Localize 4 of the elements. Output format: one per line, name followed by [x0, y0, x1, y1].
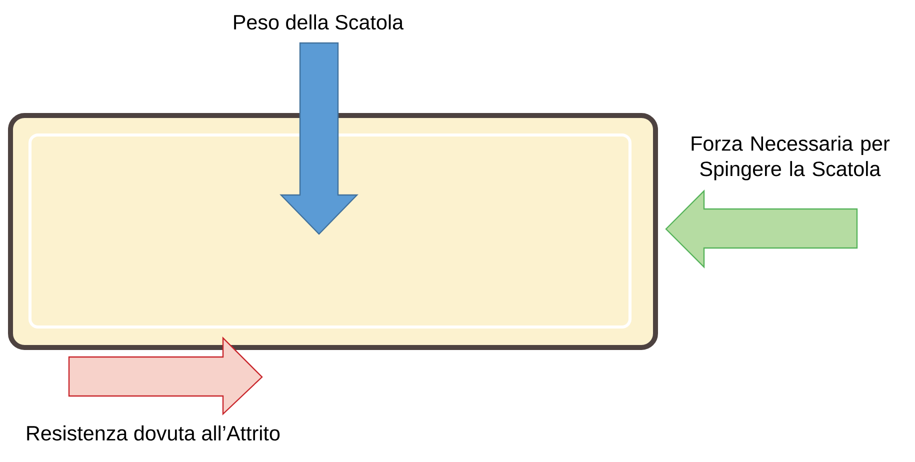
force-label: Resistenza dovuta all’Attrito — [27, 425, 280, 441]
force-label: Forza Necessaria per Spingere la Scatola — [692, 136, 890, 180]
box-shape — [8, 113, 658, 350]
force-label: Peso della Scatola — [234, 14, 404, 30]
